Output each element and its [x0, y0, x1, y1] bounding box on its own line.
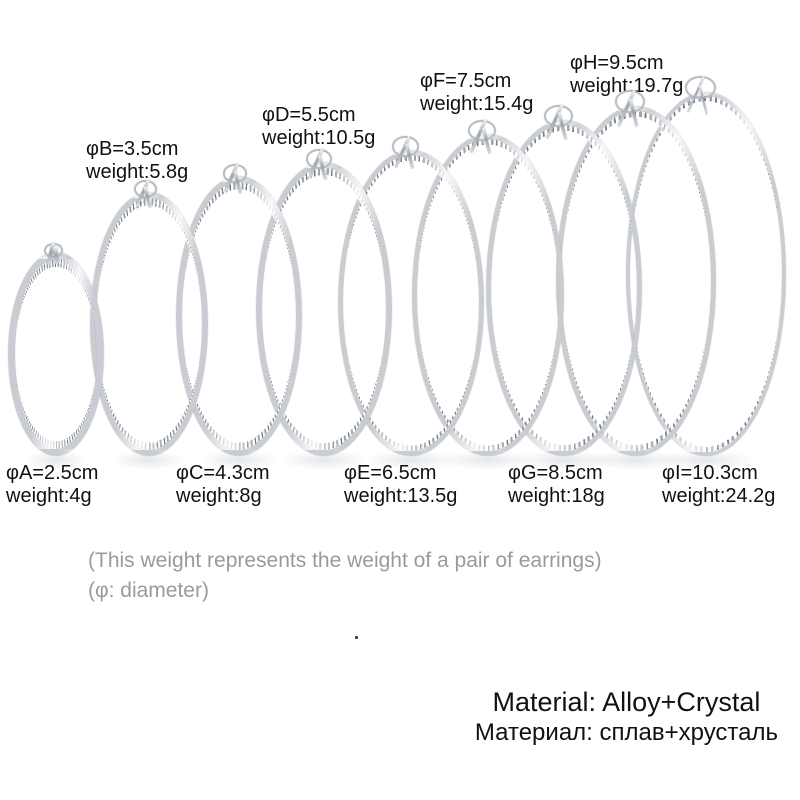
diameter-text: φE=6.5cm: [344, 462, 437, 484]
weight-note-line-1: (This weight represents the weight of a …: [88, 549, 602, 572]
weight-text: weight:19.7g: [570, 75, 684, 97]
weight-note: (This weight represents the weight of a …: [88, 546, 602, 606]
rhinestone-texture: [8, 252, 104, 456]
diameter-text: φH=9.5cm: [570, 52, 664, 74]
diameter-text: φG=8.5cm: [508, 462, 603, 484]
hoop-earring-b: [90, 192, 208, 456]
weight-text: weight:15.4g: [420, 93, 534, 115]
weight-text: weight:8g: [176, 485, 262, 507]
material-russian: Материал: сплав+хрусталь: [474, 719, 778, 746]
diameter-text: φF=7.5cm: [420, 70, 512, 92]
diameter-text: φD=5.5cm: [262, 104, 356, 126]
image-speck-artifact: [355, 636, 358, 639]
material-block: Material: Alloy+Crystal Материал: сплав+…: [475, 686, 778, 747]
weight-text: weight:4g: [6, 485, 92, 507]
weight-text: weight:10.5g: [262, 127, 376, 149]
weight-text: weight:5.8g: [86, 161, 189, 183]
material-english: Material: Alloy+Crystal: [492, 687, 761, 717]
diameter-text: φI=10.3cm: [662, 462, 758, 484]
diameter-text: φB=3.5cm: [86, 138, 179, 160]
hoop-earring-a: [8, 252, 104, 456]
weight-text: weight:24.2g: [662, 485, 776, 507]
rhinestone-texture: [90, 192, 208, 456]
diameter-text: φC=4.3cm: [176, 462, 270, 484]
diameter-text: φA=2.5cm: [6, 462, 99, 484]
weight-text: weight:13.5g: [344, 485, 458, 507]
weight-note-line-2: (φ: diameter): [88, 579, 209, 602]
weight-text: weight:18g: [508, 485, 605, 507]
